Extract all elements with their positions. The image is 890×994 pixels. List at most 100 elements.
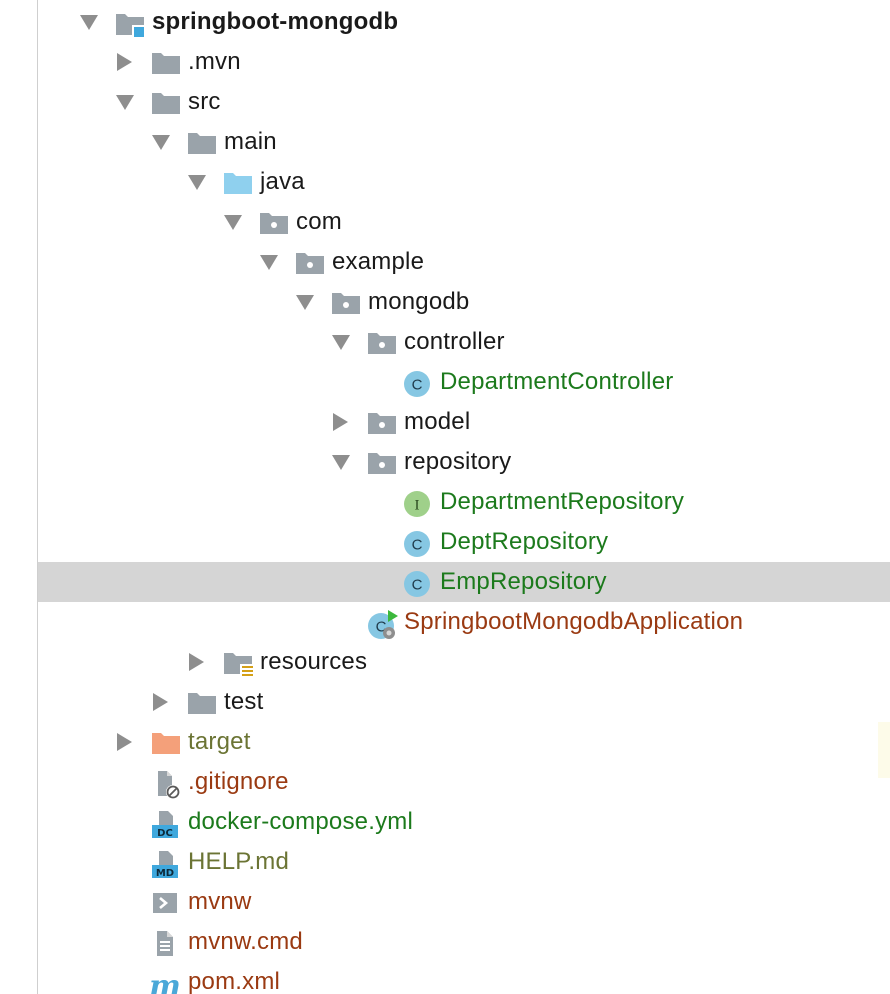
tree-row-mvn[interactable]: .mvn bbox=[38, 42, 890, 82]
excluded-folder-icon bbox=[151, 730, 181, 756]
tree-row-model[interactable]: model bbox=[38, 402, 890, 442]
collapse-arrow-icon[interactable] bbox=[117, 733, 132, 751]
file-label: pom.xml bbox=[188, 968, 281, 994]
expand-arrow-icon[interactable] bbox=[188, 175, 206, 190]
package-label: repository bbox=[404, 448, 512, 475]
package-icon bbox=[331, 290, 361, 316]
package-label: controller bbox=[404, 328, 505, 355]
class-icon-letter: C bbox=[412, 577, 423, 594]
tree-row-target[interactable]: target bbox=[38, 722, 890, 762]
tree-row-test[interactable]: test bbox=[38, 682, 890, 722]
expand-arrow-icon[interactable] bbox=[296, 295, 314, 310]
tree-row-emp-repository[interactable]: C EmpRepository bbox=[38, 562, 890, 602]
panel-left-border bbox=[37, 0, 38, 994]
interface-icon: I bbox=[403, 490, 433, 517]
file-label: HELP.md bbox=[188, 848, 290, 875]
tree-row-example[interactable]: example bbox=[38, 242, 890, 282]
package-icon bbox=[367, 450, 397, 476]
interface-label: DepartmentRepository bbox=[440, 488, 685, 515]
package-icon bbox=[367, 330, 397, 356]
class-icon-letter: C bbox=[412, 377, 423, 394]
folder-label: main bbox=[224, 128, 277, 155]
markdown-file-icon: MD bbox=[151, 850, 181, 879]
shell-script-icon bbox=[152, 890, 182, 916]
tree-row-controller[interactable]: controller bbox=[38, 322, 890, 362]
expand-arrow-icon[interactable] bbox=[260, 255, 278, 270]
collapse-arrow-icon[interactable] bbox=[153, 693, 168, 711]
ignored-file-icon bbox=[152, 770, 182, 799]
right-edge-strip bbox=[878, 722, 890, 778]
folder-icon bbox=[151, 50, 181, 76]
class-icon: C bbox=[403, 570, 433, 597]
expand-arrow-icon[interactable] bbox=[224, 215, 242, 230]
maven-icon-letter: m bbox=[149, 970, 181, 994]
class-icon: C bbox=[403, 530, 433, 557]
project-label: springboot-mongodb bbox=[152, 8, 399, 35]
file-label: mvnw bbox=[188, 888, 252, 915]
collapse-arrow-icon[interactable] bbox=[189, 653, 204, 671]
file-label: mvnw.cmd bbox=[188, 928, 303, 955]
docker-compose-icon-text: DC bbox=[157, 828, 173, 839]
module-folder-icon bbox=[115, 10, 145, 37]
file-label: .gitignore bbox=[188, 768, 289, 795]
text-file-icon bbox=[152, 930, 182, 956]
tree-row-dept-repository[interactable]: C DeptRepository bbox=[38, 522, 890, 562]
tree-row-department-controller[interactable]: C DepartmentController bbox=[38, 362, 890, 402]
class-label: DepartmentController bbox=[440, 368, 674, 395]
interface-icon-letter: I bbox=[415, 498, 420, 514]
package-icon bbox=[367, 410, 397, 436]
class-label: DeptRepository bbox=[440, 528, 609, 555]
resources-folder-icon bbox=[223, 650, 254, 677]
tree-row-src[interactable]: src bbox=[38, 82, 890, 122]
collapse-arrow-icon[interactable] bbox=[333, 413, 348, 431]
package-label: example bbox=[332, 248, 425, 275]
tree-row-gitignore[interactable]: .gitignore bbox=[38, 762, 890, 802]
folder-label: src bbox=[188, 88, 221, 115]
class-icon-letter: C bbox=[376, 619, 387, 636]
package-label: mongodb bbox=[368, 288, 470, 315]
tree-row-repository[interactable]: repository bbox=[38, 442, 890, 482]
tree-row-java[interactable]: java bbox=[38, 162, 890, 202]
expand-arrow-icon[interactable] bbox=[116, 95, 134, 110]
class-icon: C bbox=[403, 370, 433, 397]
docker-compose-file-icon: DC bbox=[151, 810, 181, 839]
folder-icon bbox=[187, 690, 217, 716]
folder-label: target bbox=[188, 728, 251, 755]
tree-row-docker-compose[interactable]: DC docker-compose.yml bbox=[38, 802, 890, 842]
tree-row-pom[interactable]: m pom.xml bbox=[38, 962, 890, 994]
expand-arrow-icon[interactable] bbox=[332, 335, 350, 350]
tree-row-com[interactable]: com bbox=[38, 202, 890, 242]
folder-icon bbox=[187, 130, 217, 156]
folder-label: java bbox=[260, 168, 305, 195]
class-label: EmpRepository bbox=[440, 568, 607, 595]
collapse-arrow-icon[interactable] bbox=[117, 53, 132, 71]
tree-row-department-repository[interactable]: I DepartmentRepository bbox=[38, 482, 890, 522]
spring-boot-application-icon: C bbox=[367, 610, 398, 639]
class-icon-letter: C bbox=[412, 537, 423, 554]
expand-arrow-icon[interactable] bbox=[80, 15, 98, 30]
maven-file-icon: m bbox=[148, 970, 181, 994]
folder-icon bbox=[151, 90, 181, 116]
tree-row-mongodb[interactable]: mongodb bbox=[38, 282, 890, 322]
class-label: SpringbootMongodbApplication bbox=[404, 608, 744, 635]
package-icon bbox=[259, 210, 289, 236]
tree-row-main[interactable]: main bbox=[38, 122, 890, 162]
folder-label: test bbox=[224, 688, 264, 715]
package-label: com bbox=[296, 208, 342, 235]
tree-row-resources[interactable]: resources bbox=[38, 642, 890, 682]
tree-row-help[interactable]: MD HELP.md bbox=[38, 842, 890, 882]
package-icon bbox=[295, 250, 325, 276]
expand-arrow-icon[interactable] bbox=[332, 455, 350, 470]
source-folder-icon bbox=[223, 170, 253, 196]
tree-row-project[interactable]: springboot-mongodb bbox=[38, 2, 890, 42]
tree-row-mvnw-cmd[interactable]: mvnw.cmd bbox=[38, 922, 890, 962]
tree-row-mvnw[interactable]: mvnw bbox=[38, 882, 890, 922]
folder-label: .mvn bbox=[188, 48, 241, 75]
file-label: docker-compose.yml bbox=[188, 808, 414, 835]
package-label: model bbox=[404, 408, 471, 435]
folder-label: resources bbox=[260, 648, 368, 675]
expand-arrow-icon[interactable] bbox=[152, 135, 170, 150]
markdown-icon-text: MD bbox=[156, 868, 174, 879]
tree-row-application[interactable]: C SpringbootMongodbApplication bbox=[38, 602, 890, 642]
